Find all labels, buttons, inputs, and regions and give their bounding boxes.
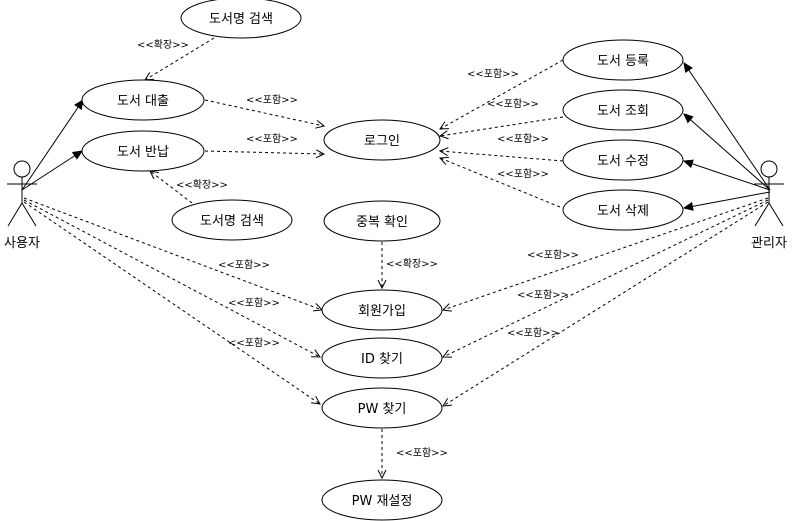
- svg-text:중복 확인: 중복 확인: [356, 215, 408, 230]
- extend-search-loan: [145, 37, 215, 80]
- stereo-include-5: <<포함>>: [497, 133, 549, 145]
- usecase-book-register: 도서 등록: [562, 39, 684, 81]
- svg-text:회원가입: 회원가입: [358, 304, 406, 319]
- usecase-book-edit: 도서 수정: [562, 139, 684, 181]
- svg-text:도서 반납: 도서 반납: [117, 145, 169, 160]
- actor-user-label: 사용자: [4, 236, 40, 251]
- extend-search-return: [150, 171, 193, 204]
- usecase-dup-check: 중복 확인: [323, 200, 441, 242]
- include-delete-login: [440, 158, 561, 208]
- usecase-book-delete: 도서 삭제: [562, 189, 684, 231]
- stereo-include-6: <<포함>>: [497, 168, 549, 180]
- actor-admin-label: 관리자: [751, 236, 787, 251]
- svg-text:도서명 검색: 도서명 검색: [209, 12, 273, 27]
- include-user-signup: [23, 197, 322, 310]
- stereo-include-2: <<포함>>: [246, 133, 298, 145]
- svg-text:도서 삭제: 도서 삭제: [597, 204, 649, 219]
- include-loan-login: [204, 99, 324, 126]
- usecase-book-loan: 도서 대출: [81, 79, 205, 121]
- svg-text:도서명 검색: 도서명 검색: [200, 214, 264, 229]
- svg-text:PW 재설정: PW 재설정: [352, 494, 413, 509]
- actor-admin: 관리자: [751, 160, 787, 251]
- stereo-include-4: <<포함>>: [487, 98, 539, 110]
- assoc-admin-register: [684, 63, 771, 191]
- usecase-book-return: 도서 반납: [81, 130, 205, 172]
- include-user-findid: [23, 199, 320, 357]
- include-return-login: [204, 151, 324, 154]
- svg-text:로그인: 로그인: [364, 134, 400, 149]
- assoc-admin-view: [684, 114, 771, 191]
- svg-text:도서 등록: 도서 등록: [597, 54, 649, 69]
- stereo-include-7: <<포함>>: [218, 259, 270, 271]
- usecase-reset-pw: PW 재설정: [321, 479, 443, 521]
- svg-text:ID 찾기: ID 찾기: [361, 352, 403, 367]
- svg-text:도서 대출: 도서 대출: [117, 94, 169, 109]
- include-edit-login: [440, 151, 564, 162]
- usecase-book-search-top: 도서명 검색: [180, 0, 302, 39]
- include-admin-findid: [443, 199, 769, 357]
- stereo-include-10: <<포함>>: [527, 249, 579, 261]
- stereo-include-12: <<포함>>: [507, 327, 559, 339]
- stereo-include-9: <<포함>>: [228, 337, 280, 349]
- usecase-find-pw: PW 찾기: [321, 387, 443, 429]
- actor-user: 사용자: [4, 160, 40, 251]
- stereo-include-1: <<포함>>: [246, 94, 298, 106]
- assoc-admin-edit: [684, 161, 771, 191]
- svg-text:도서 수정: 도서 수정: [597, 154, 649, 169]
- stereo-include-8: <<포함>>: [228, 297, 280, 309]
- stereo-extend-2: <<확장>>: [176, 179, 228, 191]
- assoc-admin-delete: [684, 191, 771, 208]
- assoc-user-loan: [21, 100, 83, 191]
- stereo-extend-1: <<확장>>: [137, 39, 189, 51]
- stereo-extend-3: <<확장>>: [386, 258, 438, 270]
- stereo-include-13: <<포함>>: [396, 447, 448, 459]
- usecase-find-id: ID 찾기: [321, 337, 443, 379]
- usecase-book-view: 도서 조회: [562, 89, 684, 131]
- usecase-login: 로그인: [323, 119, 441, 161]
- stereo-include-3: <<포함>>: [467, 68, 519, 80]
- stereo-include-11: <<포함>>: [517, 289, 569, 301]
- svg-text:PW 찾기: PW 찾기: [358, 402, 407, 417]
- usecase-signup: 회원가입: [321, 289, 443, 331]
- svg-text:도서 조회: 도서 조회: [597, 104, 649, 119]
- include-view-login: [440, 116, 564, 136]
- usecase-book-search-bottom: 도서명 검색: [171, 199, 293, 241]
- include-admin-findpw: [443, 201, 769, 406]
